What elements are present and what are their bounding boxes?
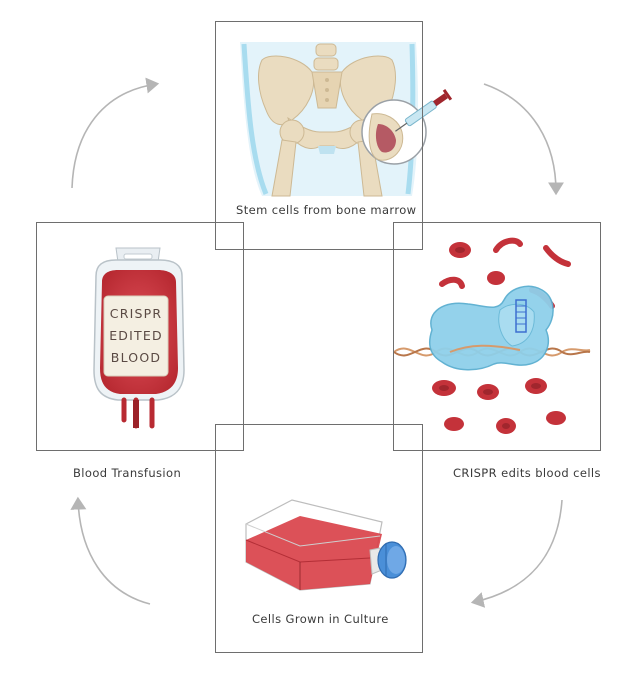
frame-transfusion (36, 222, 244, 451)
arrow-marrow-to-crispr (483, 83, 564, 196)
arrow-culture-to-transfusion (70, 496, 151, 605)
culture-flask-illustration (245, 499, 407, 591)
label-crispr: CRISPR edits blood cells (453, 466, 601, 480)
label-transfusion: Blood Transfusion (73, 466, 182, 480)
crispr-illustration (393, 237, 591, 434)
blood-bag-illustration (93, 247, 185, 429)
pelvis-illustration (240, 42, 453, 197)
arrow-transfusion-to-marrow (71, 77, 160, 189)
bag-label-line3: BLOOD (110, 350, 162, 365)
label-bone-marrow: Stem cells from bone marrow (236, 203, 417, 217)
cycle-arrows (70, 77, 564, 608)
bag-label-line1: CRISPR (109, 306, 163, 321)
arrow-crispr-to-culture (470, 499, 563, 608)
frame-crispr (393, 222, 601, 451)
frame-culture (215, 424, 423, 653)
frame-bone-marrow (215, 21, 423, 250)
bag-label-line2: EDITED (109, 328, 163, 343)
label-culture: Cells Grown in Culture (252, 612, 389, 626)
